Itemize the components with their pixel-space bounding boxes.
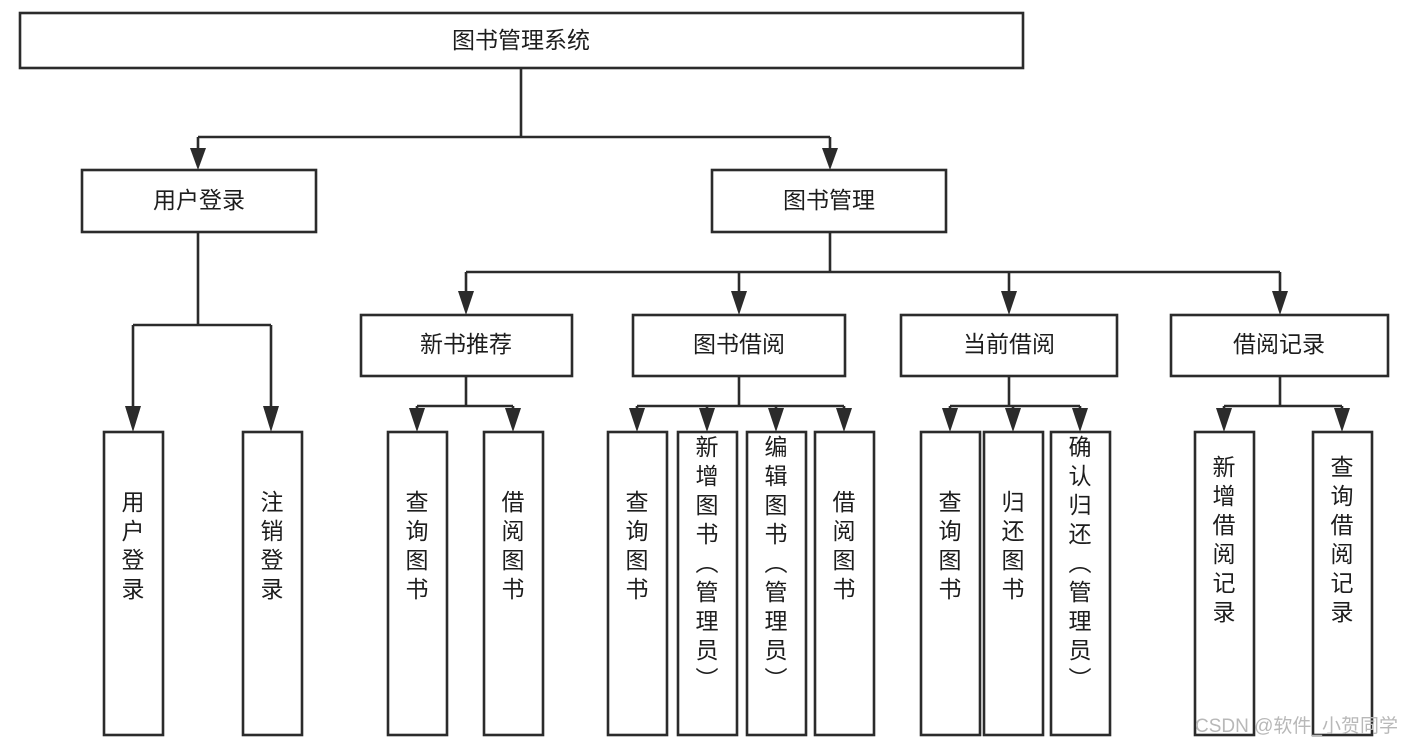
node-leaf-query-record-box[interactable] [1311,430,1374,737]
node-book-manage[interactable]: 图书管理 [710,168,948,234]
arrow-head-leaf-return-book [1005,408,1021,432]
node-leaf-logout-box[interactable] [241,430,304,737]
connectors [125,68,1350,432]
arrow-head-leaf-borrow-book-2 [836,408,852,432]
node-book-borrow-box[interactable] [631,313,847,378]
node-user-login-label: 用户登录 [153,187,245,213]
node-current-borrow[interactable]: 当前借阅 [899,313,1119,378]
arrow-head-new-book-rec [458,291,474,315]
arrow-head-leaf-confirm-return [1072,408,1088,432]
arrow-head-leaf-query-book-1 [409,408,425,432]
node-leaf-query-book-1-label: 查询图书 [406,489,429,602]
node-leaf-borrow-book-1-box[interactable] [482,430,545,737]
node-user-login[interactable]: 用户登录 [80,168,318,234]
arrow-head-current-borrow [1001,291,1017,315]
arrow-head-user-login [190,148,206,170]
node-leaf-confirm-return-label: 确认归还︵管理员︶ [1069,434,1092,692]
node-leaf-query-record[interactable]: 查询借阅记录 [1311,430,1374,737]
node-leaf-query-book-1-box[interactable] [386,430,449,737]
arrow-head-leaf-query-book-2 [629,408,645,432]
node-leaf-add-book-label: 新增图书︵管理员︶ [696,434,719,692]
arrow-head-leaf-edit-book [768,408,784,432]
node-leaf-query-book-2-box[interactable] [606,430,669,737]
node-leaf-confirm-return-box[interactable] [1049,430,1112,737]
arrow-head-leaf-user-login [125,406,141,432]
node-leaf-return-book-box[interactable] [982,430,1045,737]
node-borrow-record-label: 借阅记录 [1233,331,1325,357]
node-current-borrow-label: 当前借阅 [963,331,1055,357]
arrow-head-leaf-logout [263,406,279,432]
node-leaf-query-book-2-label: 查询图书 [626,489,649,602]
node-leaf-edit-book[interactable]: 编辑图书︵管理员︶ [745,430,808,737]
node-leaf-borrow-book-2[interactable]: 借阅图书 [813,430,876,737]
node-root-box[interactable] [18,11,1025,70]
node-leaf-query-book-2[interactable]: 查询图书 [606,430,669,737]
node-leaf-add-book[interactable]: 新增图书︵管理员︶ [676,430,739,737]
node-leaf-query-book-3[interactable]: 查询图书 [919,430,982,737]
node-new-book-rec-label: 新书推荐 [420,331,512,357]
node-leaf-user-login-box[interactable] [102,430,165,737]
node-leaf-user-login-label: 用户登录 [122,489,145,602]
node-leaf-logout[interactable]: 注销登录 [241,430,304,737]
node-root-label: 图书管理系统 [452,27,590,53]
node-borrow-record[interactable]: 借阅记录 [1169,313,1390,378]
node-leaf-borrow-book-2-box[interactable] [813,430,876,737]
node-leaf-confirm-return[interactable]: 确认归还︵管理员︶ [1049,430,1112,737]
node-leaf-add-record-label: 新增借阅记录 [1213,454,1236,625]
node-book-manage-label: 图书管理 [783,187,875,213]
node-current-borrow-box[interactable] [899,313,1119,378]
node-leaf-borrow-book-1[interactable]: 借阅图书 [482,430,545,737]
node-new-book-rec[interactable]: 新书推荐 [359,313,574,378]
node-leaf-add-book-box[interactable] [676,430,739,737]
watermark-text: CSDN @软件_小贺同学 [1195,715,1398,737]
node-user-login-box[interactable] [80,168,318,234]
node-root[interactable]: 图书管理系统 [18,11,1025,70]
node-leaf-query-book-1[interactable]: 查询图书 [386,430,449,737]
node-leaf-query-book-3-box[interactable] [919,430,982,737]
arrow-head-leaf-borrow-book-1 [505,408,521,432]
node-leaf-add-record-box[interactable] [1193,430,1256,737]
arrow-head-leaf-add-record [1216,408,1232,432]
node-leaf-edit-book-label: 编辑图书︵管理员︶ [765,434,788,692]
arrow-head-leaf-query-book-3 [942,408,958,432]
node-book-manage-box[interactable] [710,168,948,234]
node-leaf-return-book-label: 归还图书 [1002,489,1025,602]
node-book-borrow-label: 图书借阅 [693,331,785,357]
node-leaf-logout-label: 注销登录 [261,489,284,602]
node-leaf-query-record-label: 查询借阅记录 [1331,454,1354,625]
arrow-head-borrow-record [1272,291,1288,315]
arrow-head-leaf-add-book [699,408,715,432]
arrow-head-book-borrow [731,291,747,315]
node-leaf-borrow-book-2-label: 借阅图书 [833,489,856,602]
node-leaf-user-login[interactable]: 用户登录 [102,430,165,737]
node-leaf-query-book-3-label: 查询图书 [939,489,962,602]
node-borrow-record-box[interactable] [1169,313,1390,378]
arrow-head-book-manage [822,148,838,170]
node-leaf-add-record[interactable]: 新增借阅记录 [1193,430,1256,737]
node-leaf-return-book[interactable]: 归还图书 [982,430,1045,737]
node-leaf-edit-book-box[interactable] [745,430,808,737]
arrow-head-leaf-query-record [1334,408,1350,432]
node-new-book-rec-box[interactable] [359,313,574,378]
node-leaf-borrow-book-1-label: 借阅图书 [502,489,525,602]
node-book-borrow[interactable]: 图书借阅 [631,313,847,378]
